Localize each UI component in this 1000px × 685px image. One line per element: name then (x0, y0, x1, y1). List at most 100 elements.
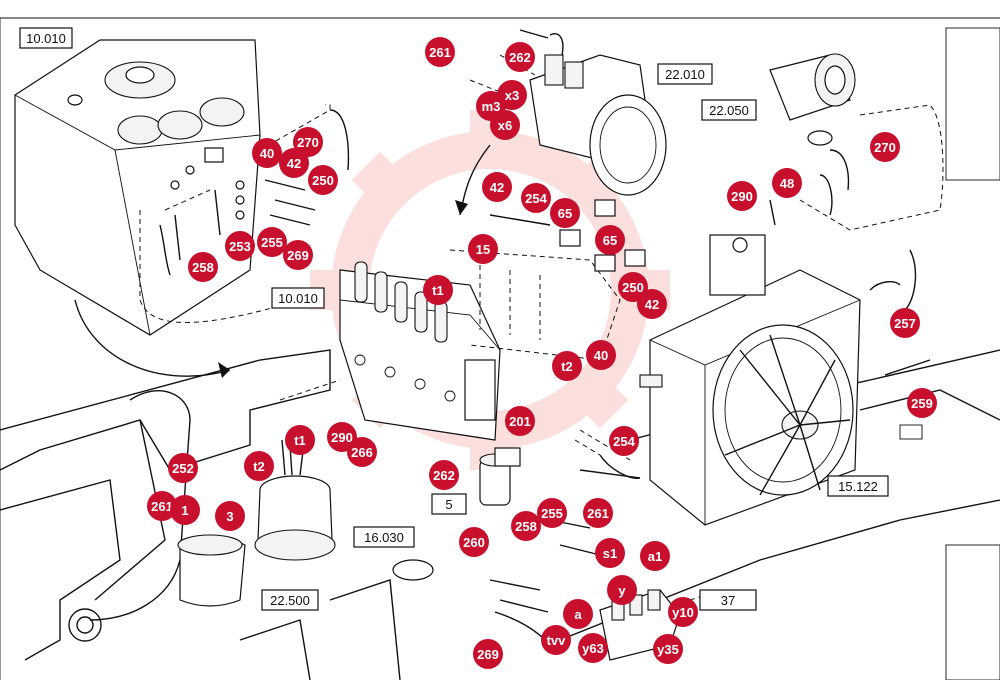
callout-marker[interactable] (640, 541, 670, 571)
callout-marker[interactable] (595, 225, 625, 255)
callout-label[interactable]: s1 (603, 546, 617, 561)
callout-marker[interactable] (550, 198, 580, 228)
callout-label[interactable]: 261 (151, 499, 173, 514)
callout-label[interactable]: 290 (731, 189, 753, 204)
callout-c51[interactable]: y35 (653, 634, 683, 664)
callout-label[interactable]: 258 (192, 260, 214, 275)
callout-c11[interactable]: 255 (257, 227, 287, 257)
callout-c27[interactable]: 257 (890, 308, 920, 338)
callout-c29[interactable]: 201 (505, 406, 535, 436)
callout-c36[interactable]: 262 (429, 460, 459, 490)
callout-label[interactable]: 261 (429, 45, 451, 60)
callout-label[interactable]: t2 (561, 359, 573, 374)
callout-c1[interactable]: 261 (425, 37, 455, 67)
callout-c14[interactable]: 42 (482, 172, 512, 202)
callout-c34[interactable]: t2 (244, 451, 274, 481)
callout-label[interactable]: 42 (490, 180, 504, 195)
callout-marker[interactable] (907, 388, 937, 418)
callout-label[interactable]: a1 (648, 549, 662, 564)
callout-label[interactable]: 40 (260, 146, 274, 161)
callout-label[interactable]: 65 (558, 206, 572, 221)
callout-c38[interactable]: 1 (170, 495, 200, 525)
callout-c40[interactable]: 258 (511, 511, 541, 541)
callout-marker[interactable] (347, 437, 377, 467)
callout-c46[interactable]: y (607, 575, 637, 605)
callout-marker[interactable] (225, 231, 255, 261)
callout-marker[interactable] (537, 498, 567, 528)
callout-marker[interactable] (215, 501, 245, 531)
callout-label[interactable]: 15 (476, 242, 490, 257)
callout-label[interactable]: 269 (477, 647, 499, 662)
callout-c44[interactable]: s1 (595, 538, 625, 568)
callout-label[interactable]: 254 (613, 434, 635, 449)
callout-c48[interactable]: y10 (668, 597, 698, 627)
callout-marker[interactable] (541, 625, 571, 655)
callout-label[interactable]: x3 (505, 88, 519, 103)
callout-marker[interactable] (511, 511, 541, 541)
callout-label[interactable]: 266 (351, 445, 373, 460)
callout-label[interactable]: 255 (541, 506, 563, 521)
callout-label[interactable]: 3 (226, 509, 233, 524)
callout-label[interactable]: 252 (172, 461, 194, 476)
callout-c47[interactable]: a (563, 599, 593, 629)
callout-c16[interactable]: 65 (550, 198, 580, 228)
callout-c15[interactable]: 254 (521, 183, 551, 213)
callout-marker[interactable] (308, 165, 338, 195)
callout-c17[interactable]: 65 (595, 225, 625, 255)
callout-marker[interactable] (563, 599, 593, 629)
callout-marker[interactable] (482, 172, 512, 202)
callout-label[interactable]: 42 (645, 297, 659, 312)
callout-label[interactable]: t1 (432, 283, 444, 298)
callout-c24[interactable]: 290 (727, 181, 757, 211)
callout-label[interactable]: 255 (261, 235, 283, 250)
callout-c52[interactable]: 269 (473, 639, 503, 669)
callout-c43[interactable]: 260 (459, 527, 489, 557)
callout-label[interactable]: y10 (672, 605, 694, 620)
callout-label[interactable]: 260 (463, 535, 485, 550)
callout-c28[interactable]: 259 (907, 388, 937, 418)
callout-marker[interactable] (285, 425, 315, 455)
callout-label[interactable]: a (574, 607, 582, 622)
callout-marker[interactable] (423, 275, 453, 305)
callout-marker[interactable] (252, 138, 282, 168)
callout-marker[interactable] (521, 183, 551, 213)
callout-c37[interactable]: 261 (147, 491, 177, 521)
callout-label[interactable]: 40 (594, 348, 608, 363)
callout-label[interactable]: 270 (297, 135, 319, 150)
callout-marker[interactable] (607, 575, 637, 605)
callout-marker[interactable] (425, 37, 455, 67)
callout-marker[interactable] (244, 451, 274, 481)
callout-marker[interactable] (595, 538, 625, 568)
callout-c45[interactable]: a1 (640, 541, 670, 571)
callout-c26[interactable]: 270 (870, 132, 900, 162)
callout-marker[interactable] (668, 597, 698, 627)
callout-marker[interactable] (505, 406, 535, 436)
callout-label[interactable]: y63 (582, 641, 604, 656)
callout-label[interactable]: 262 (433, 468, 455, 483)
callout-c50[interactable]: y63 (578, 633, 608, 663)
callout-marker[interactable] (257, 227, 287, 257)
callout-c5[interactable]: x6 (490, 110, 520, 140)
callout-c12[interactable]: 269 (283, 240, 313, 270)
callout-label[interactable]: t1 (294, 433, 306, 448)
callout-label[interactable]: 258 (515, 519, 537, 534)
callout-c39[interactable]: 3 (215, 501, 245, 531)
callout-marker[interactable] (279, 148, 309, 178)
callout-label[interactable]: tvv (547, 633, 567, 648)
callout-label[interactable]: 257 (894, 316, 916, 331)
callout-label[interactable]: 42 (287, 156, 301, 171)
callout-label[interactable]: y (618, 583, 626, 598)
callout-label[interactable]: y35 (657, 642, 679, 657)
callout-marker[interactable] (637, 289, 667, 319)
callout-marker[interactable] (586, 340, 616, 370)
callout-marker[interactable] (727, 181, 757, 211)
callout-marker[interactable] (147, 491, 177, 521)
callout-label[interactable]: 290 (331, 430, 353, 445)
callout-marker[interactable] (170, 495, 200, 525)
callout-marker[interactable] (429, 460, 459, 490)
callout-c33[interactable]: 266 (347, 437, 377, 467)
callout-label[interactable]: 262 (509, 50, 531, 65)
callout-marker[interactable] (609, 426, 639, 456)
callout-marker[interactable] (283, 240, 313, 270)
callout-marker[interactable] (490, 110, 520, 140)
